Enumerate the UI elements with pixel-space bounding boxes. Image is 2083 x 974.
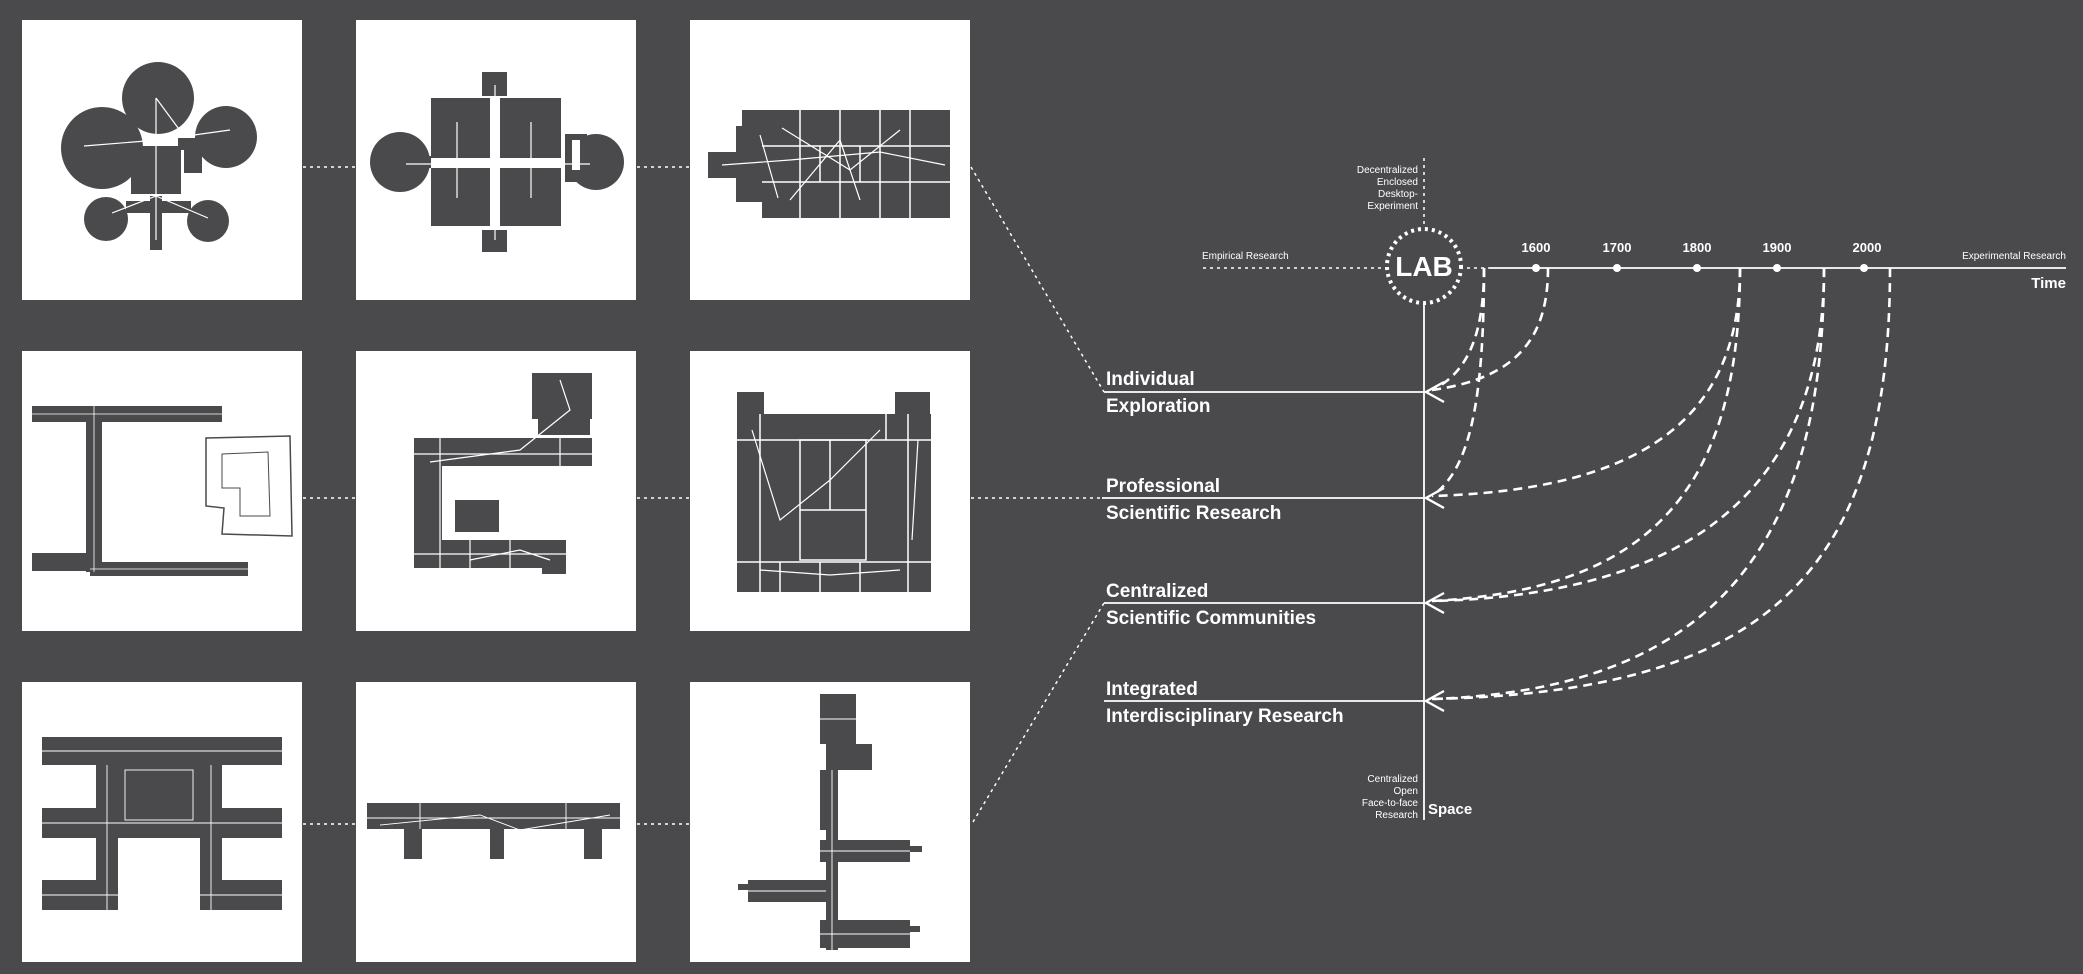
panel-connectors: [303, 166, 1105, 825]
year-label-1700: 1700: [1603, 240, 1632, 255]
lab-circle: [1385, 227, 1463, 305]
plan-drawing-8: [367, 803, 620, 859]
plan-circulation-3: [721, 127, 946, 201]
arc-2000-to-integrated: [1431, 267, 1892, 701]
top-descriptor-1: Decentralized: [1357, 165, 1418, 176]
category-integrated-line1: Integrated: [1106, 679, 1198, 700]
floor-plan-grid: [22, 20, 970, 962]
lab-label: LAB: [1395, 251, 1453, 282]
arc-1600-to-individual: [1431, 267, 1550, 392]
category-centralized-line1: Centralized: [1106, 581, 1208, 602]
category-labels: Individual Exploration Professional Scie…: [1106, 369, 1344, 727]
plan-detail-4: [32, 406, 248, 572]
category-professional-line2: Scientific Research: [1106, 503, 1281, 524]
year-dot-1700: [1613, 264, 1621, 272]
arc-1900-to-integrated: [1431, 267, 1826, 701]
arc-1800-to-centralized: [1431, 267, 1742, 603]
space-label: Space: [1428, 801, 1472, 818]
arc-1900-to-centralized: [1431, 267, 1826, 603]
top-descriptor-4: Experiment: [1367, 201, 1418, 212]
experimental-research-label: Experimental Research: [1962, 251, 2066, 262]
year-dot-2000: [1860, 264, 1868, 272]
timeline-diagram: LAB Empirical Research Experimental Rese…: [1102, 158, 2066, 821]
arrowhead-centralized: [1423, 591, 1445, 615]
year-label-1600: 1600: [1522, 240, 1551, 255]
bottom-descriptor-2: Open: [1394, 786, 1418, 797]
plan-room-dividers-8: [367, 803, 620, 831]
empirical-research-label: Empirical Research: [1202, 251, 1289, 262]
category-individual-line1: Individual: [1106, 369, 1195, 390]
arrowhead-integrated: [1423, 689, 1445, 713]
arrowheads: [1423, 380, 1445, 713]
year-dot-1900: [1773, 264, 1781, 272]
plan-circulation-1: [83, 97, 231, 240]
plan-room-dividers-7: [42, 750, 282, 910]
year-label-1800: 1800: [1683, 240, 1712, 255]
top-descriptor: Decentralized Enclosed Desktop- Experime…: [1357, 165, 1418, 212]
category-individual-line2: Exploration: [1106, 396, 1211, 417]
year-markers: 1600 1700 1800 1900 2000: [1522, 240, 1882, 272]
plan-circulation-5: [429, 379, 571, 561]
year-label-1900: 1900: [1763, 240, 1792, 255]
top-descriptor-3: Desktop-: [1378, 189, 1418, 200]
connector-r1-to-individual: [970, 166, 1105, 393]
plan-panel-5: [356, 351, 636, 631]
bottom-descriptor: Centralized Open Face-to-face Research: [1362, 774, 1419, 821]
top-descriptor-2: Enclosed: [1377, 177, 1418, 188]
plan-room-dividers-9: [748, 718, 910, 950]
category-rules: [1102, 391, 1424, 702]
category-professional-line1: Professional: [1106, 476, 1220, 497]
plan-room-dividers-5: [414, 438, 592, 568]
year-dot-1600: [1532, 264, 1540, 272]
bottom-descriptor-4: Research: [1375, 810, 1418, 821]
plan-room-dividers-6: [737, 414, 931, 592]
arc-lab-to-professional: [1431, 267, 1486, 498]
time-label: Time: [2031, 275, 2066, 292]
arrowhead-individual: [1423, 380, 1445, 404]
plan-drawing-5: [414, 373, 592, 574]
plan-annex-4: [205, 435, 293, 537]
year-dot-1800: [1693, 264, 1701, 272]
arrowhead-professional: [1423, 486, 1445, 510]
arc-1800-to-professional: [1431, 267, 1742, 498]
plan-circulation-6: [751, 429, 919, 576]
bottom-descriptor-1: Centralized: [1367, 774, 1418, 785]
category-integrated-line2: Interdisciplinary Research: [1106, 706, 1344, 727]
connector-r3-to-centralized: [972, 602, 1105, 823]
category-centralized-line2: Scientific Communities: [1106, 608, 1316, 629]
plan-drawing-3: [708, 110, 950, 218]
bottom-descriptor-3: Face-to-face: [1362, 798, 1419, 809]
year-label-2000: 2000: [1853, 240, 1882, 255]
plan-circulation-2: [406, 85, 590, 240]
evolution-arcs: [1431, 267, 1892, 701]
